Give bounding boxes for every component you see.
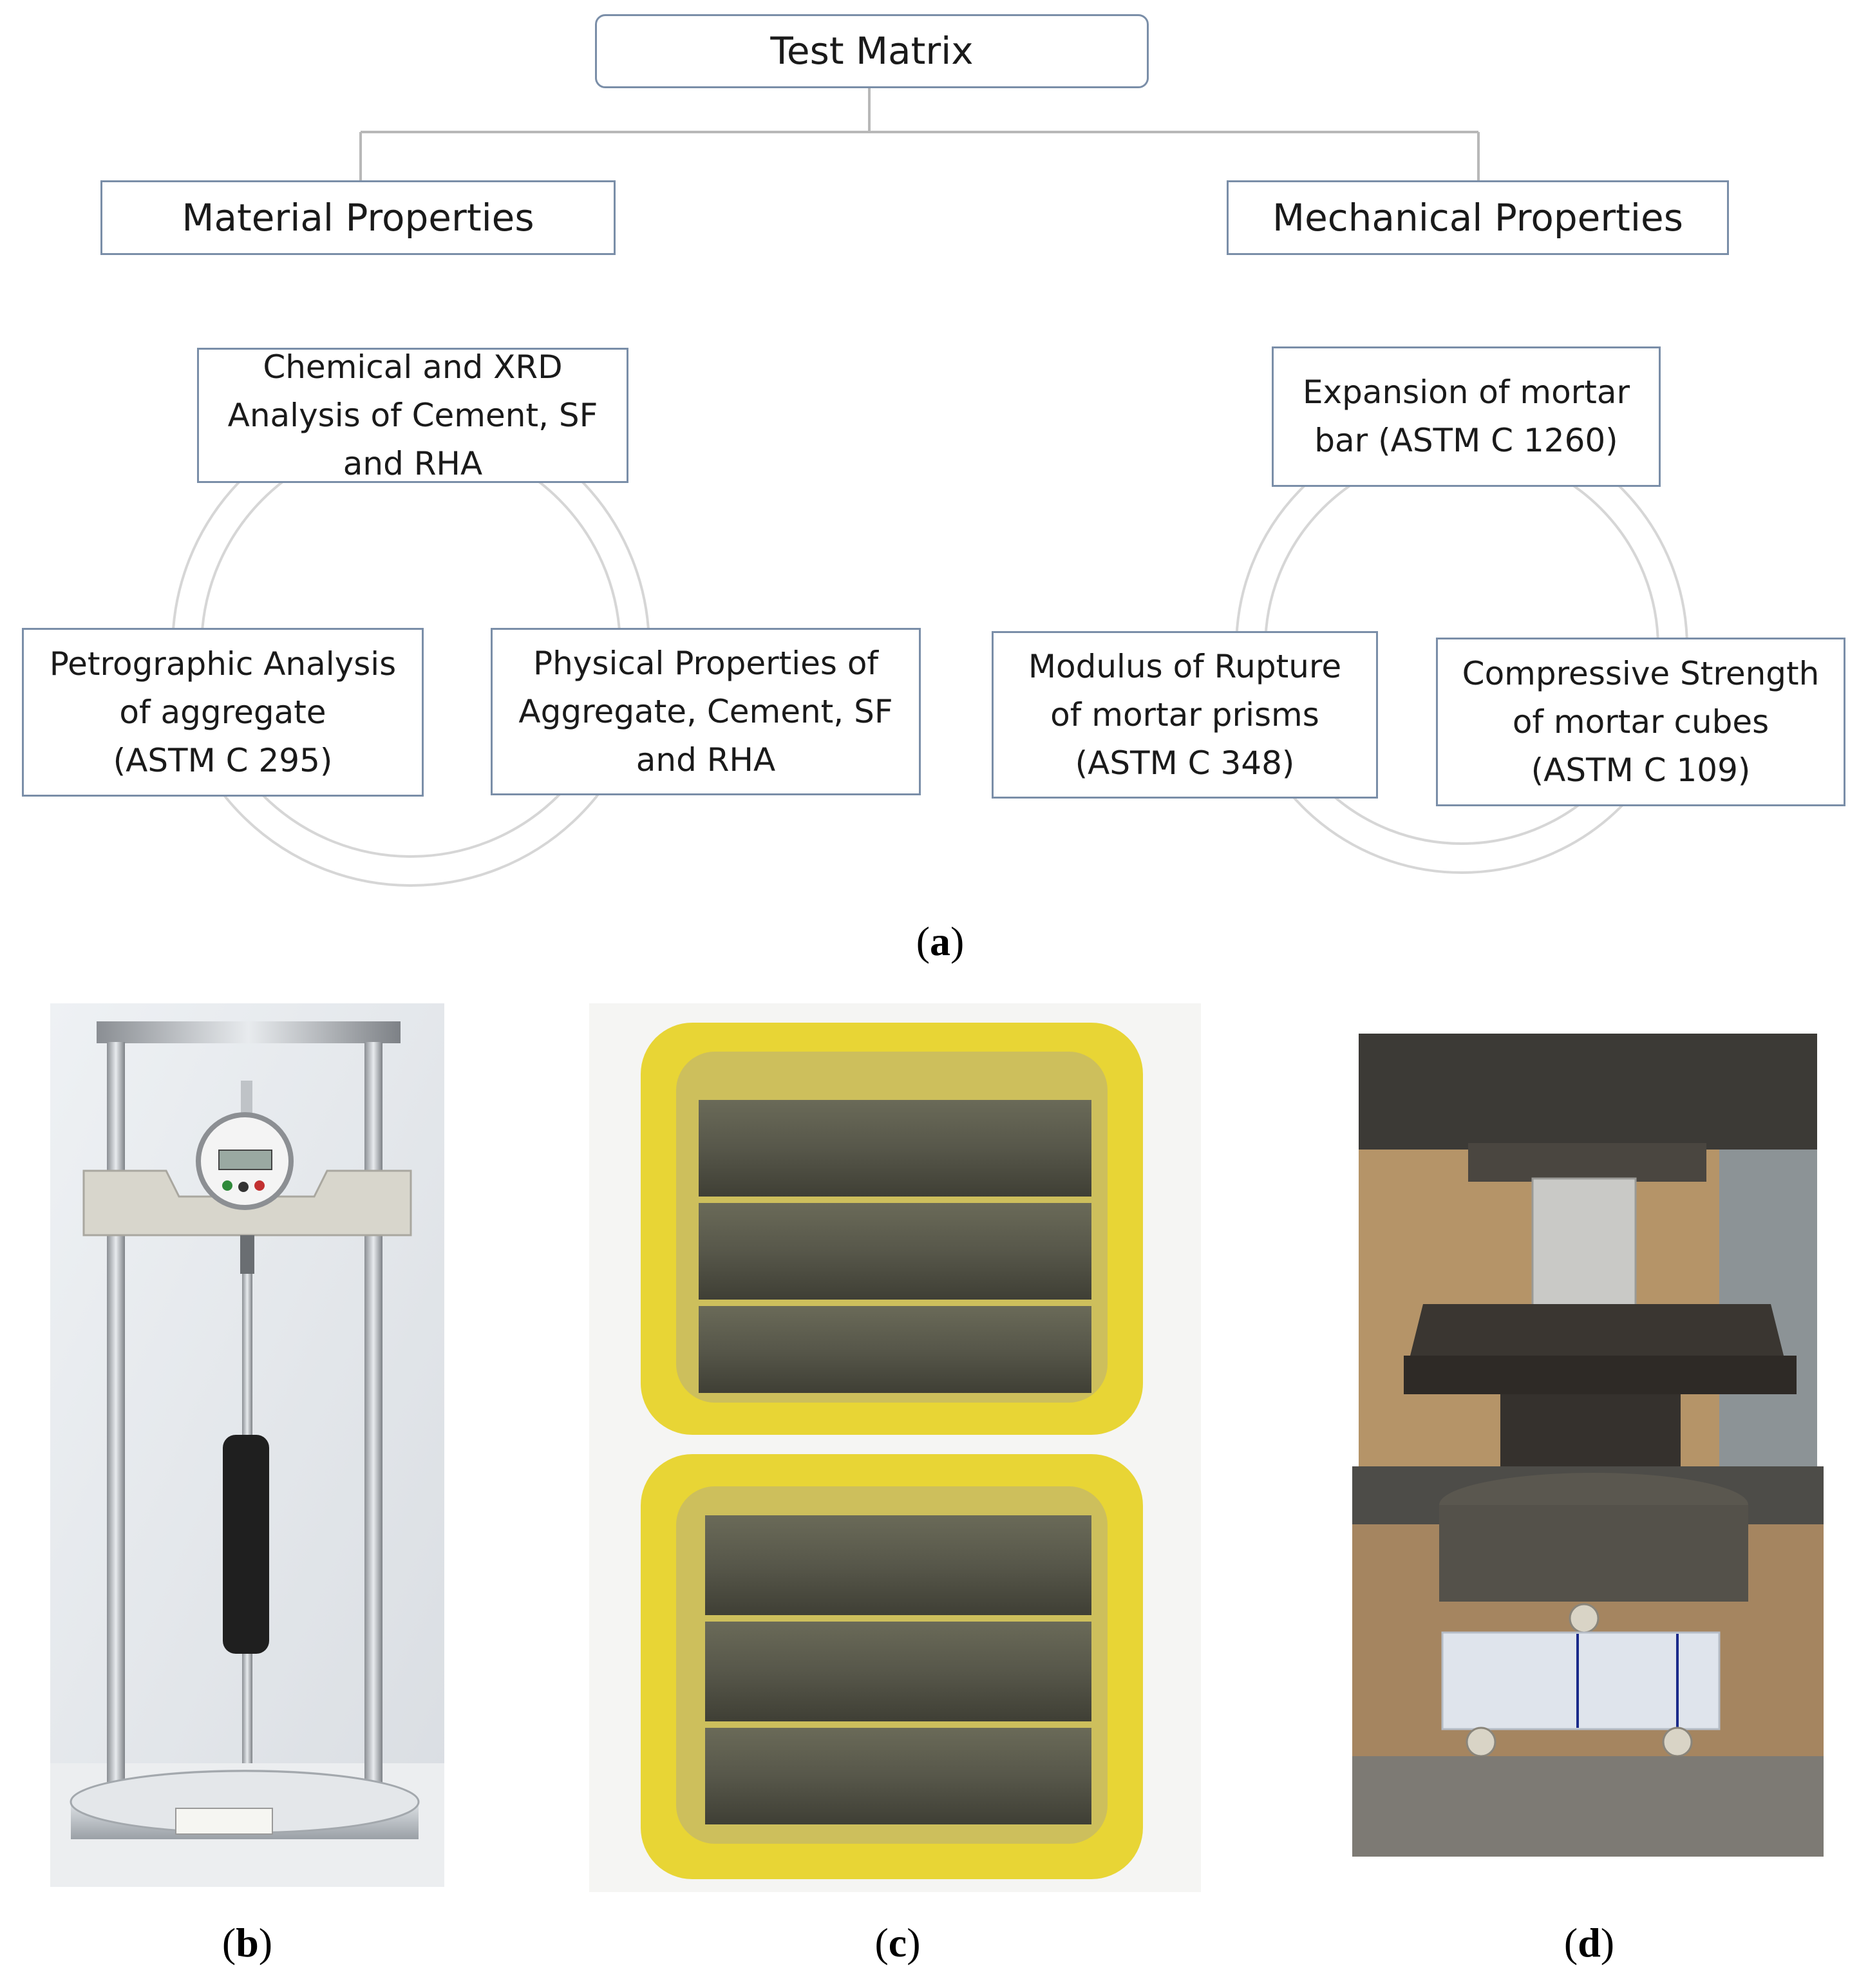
caption-d: (d) xyxy=(1563,1920,1615,1965)
material-properties-box: Material Properties xyxy=(100,180,616,255)
test-matrix-box: Test Matrix xyxy=(595,14,1149,88)
mortar-bar-containers-illustration xyxy=(589,1003,1201,1892)
photo-flexure-test xyxy=(1352,1466,1824,1857)
mechanical-properties-box: Mechanical Properties xyxy=(1227,180,1729,255)
photo-mortar-bars xyxy=(589,1003,1201,1892)
petrographic-analysis-box: Petrographic Analysis of aggregate (ASTM… xyxy=(22,628,424,797)
photo-length-comparator xyxy=(50,1003,444,1887)
compression-test-illustration xyxy=(1359,1034,1817,1466)
chemical-xrd-analysis-box: Chemical and XRD Analysis of Cement, SF … xyxy=(197,348,628,483)
expansion-mortar-bar-box: Expansion of mortar bar (ASTM C 1260) xyxy=(1272,346,1661,487)
caption-a: (a) xyxy=(916,918,965,964)
caption-c: (c) xyxy=(874,1920,921,1965)
physical-properties-box: Physical Properties of Aggregate, Cement… xyxy=(491,628,921,795)
compressive-strength-box: Compressive Strength of mortar cubes (AS… xyxy=(1436,638,1845,806)
modulus-of-rupture-box: Modulus of Rupture of mortar prisms (AST… xyxy=(992,631,1378,799)
length-comparator-illustration xyxy=(50,1003,444,1887)
caption-b: (b) xyxy=(222,1920,273,1965)
flexure-test-illustration xyxy=(1352,1466,1824,1857)
photo-compression-test xyxy=(1359,1034,1817,1466)
